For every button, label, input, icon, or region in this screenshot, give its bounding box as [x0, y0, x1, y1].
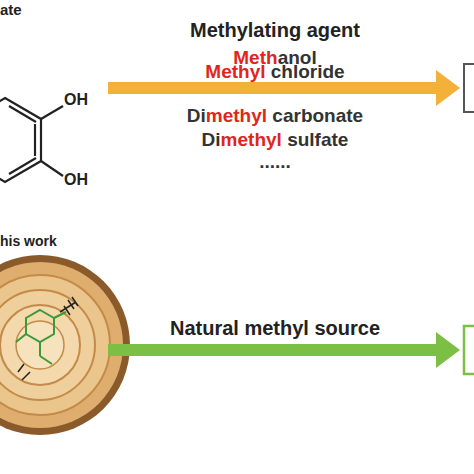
highlighted-methyl: Methyl	[205, 61, 265, 82]
reagent-name: Methyl chloride	[205, 62, 344, 81]
reagent-name: Dimethyl sulfate	[202, 130, 349, 149]
text-part: Di	[187, 105, 206, 126]
text-part: Di	[202, 129, 221, 150]
reagent-name: Dimethyl carbonate	[187, 106, 363, 125]
ellipsis: ......	[259, 152, 291, 171]
text-part: carbonate	[267, 105, 363, 126]
text-part: chloride	[266, 61, 345, 82]
catechol-structure	[0, 98, 63, 182]
hydroxyl-label: OH	[64, 92, 88, 108]
partial-heading: his work	[0, 234, 57, 248]
text-part: sulfate	[282, 129, 349, 150]
highlighted-methyl: methyl	[206, 105, 267, 126]
arrow-title: Methylating agent	[190, 20, 360, 40]
partial-heading: ate	[0, 2, 22, 17]
arrow-title: Natural methyl source	[170, 318, 380, 338]
highlighted-methyl: methyl	[221, 129, 282, 150]
hydroxyl-label: OH	[64, 172, 88, 188]
